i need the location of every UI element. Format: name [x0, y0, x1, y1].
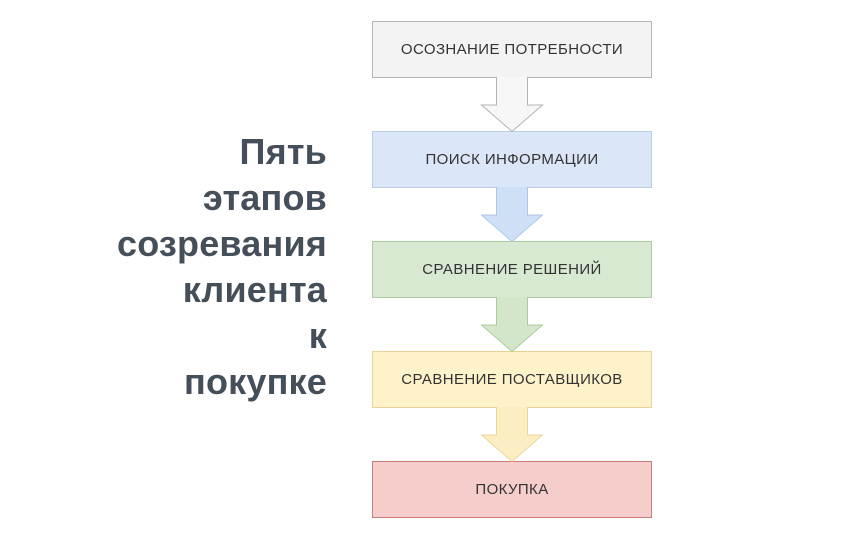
flowchart: ОСОЗНАНИЕ ПОТРЕБНОСТИ ПОИСК ИНФОРМАЦИИ СРА… — [372, 21, 652, 518]
flow-step-label: ПОКУПКА — [475, 481, 549, 498]
flow-step-box: ПОИСК ИНФОРМАЦИИ — [372, 131, 652, 188]
diagram-title: Пять этапов созревания клиента к покупке — [0, 129, 327, 405]
down-arrow-icon — [480, 77, 544, 133]
flow-step-label: ОСОЗНАНИЕ ПОТРЕБНОСТИ — [400, 41, 624, 58]
flow-step-box: ОСОЗНАНИЕ ПОТРЕБНОСТИ — [372, 21, 652, 78]
flow-step-box: ПОКУПКА — [372, 461, 652, 518]
flow-step-label: ПОИСК ИНФОРМАЦИИ — [425, 151, 599, 168]
flow-step-box: СРАВНЕНИЕ ПОСТАВЩИКОВ — [372, 351, 652, 408]
flow-connector — [372, 297, 652, 353]
flow-step-box: СРАВНЕНИЕ РЕШЕНИЙ — [372, 241, 652, 298]
flow-step-label: СРАВНЕНИЕ ПОСТАВЩИКОВ — [401, 371, 623, 388]
title-line: покупке — [184, 361, 327, 402]
title-line: созревания — [116, 223, 327, 264]
flow-connector — [372, 407, 652, 463]
flow-connector — [372, 77, 652, 133]
flow-step-label: СРАВНЕНИЕ РЕШЕНИЙ — [422, 261, 602, 278]
down-arrow-icon — [480, 187, 544, 243]
title-line: клиента — [182, 269, 327, 310]
title-line: к — [308, 315, 327, 356]
down-arrow-icon — [480, 407, 544, 463]
title-line: Пять — [239, 131, 327, 172]
down-arrow-icon — [480, 297, 544, 353]
title-line: этапов — [202, 177, 327, 218]
flow-connector — [372, 187, 652, 243]
